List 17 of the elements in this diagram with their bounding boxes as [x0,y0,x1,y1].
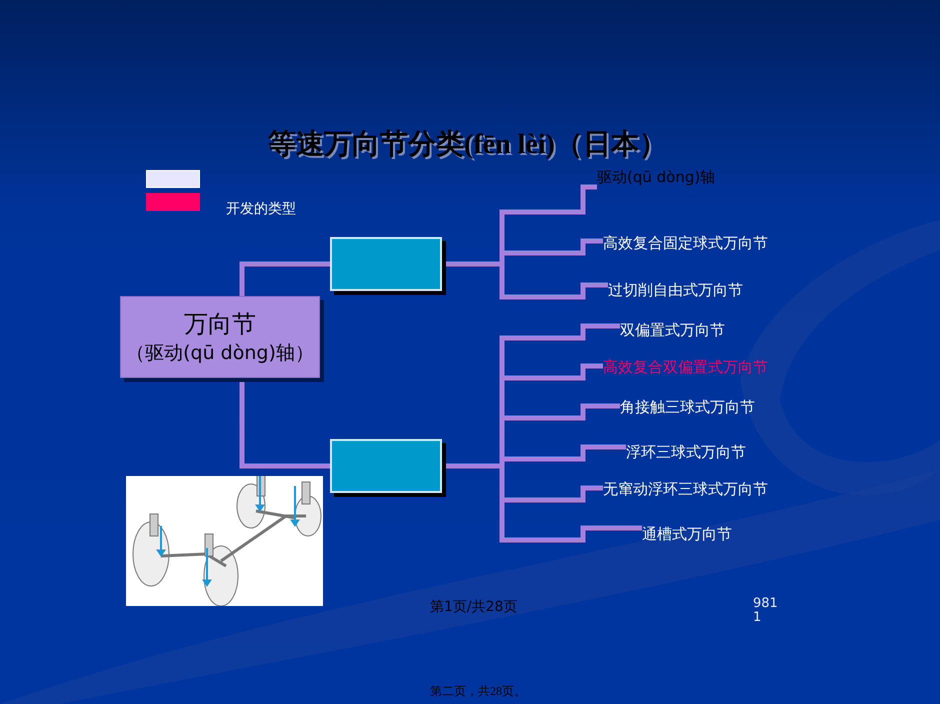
category-label: 浮环三球式万向节 [626,440,776,464]
box-subtitle: （驱动(qū dòng)轴） [126,341,314,366]
legend-label: 开发的类型 [226,200,296,218]
category-label: 无窜动浮环三球式万向节 [603,477,788,501]
category-label: 高效复合双偏置式万向节 [603,355,788,379]
page-code: 981 1 [753,597,779,626]
slide-title: 等速万向节分类(fēn lèi)（日本） [268,128,668,162]
category-label: 角接触三球式万向节 [620,395,780,419]
connector-line [240,262,330,296]
category-label: 通槽式万向节 [642,522,752,546]
category-label: 双偏置式万向节 [620,318,750,342]
category-label: 驱动(qū dòng)轴 [597,165,747,189]
category-label: 过切削自由式万向节 [608,278,768,302]
box-heading: 万向节 [184,309,256,340]
page-number: 第1页/共28页 [430,600,518,616]
page-footer: 第二页，共28页。 [430,685,526,698]
category-label: 高效复合固定球式万向节 [603,231,788,255]
